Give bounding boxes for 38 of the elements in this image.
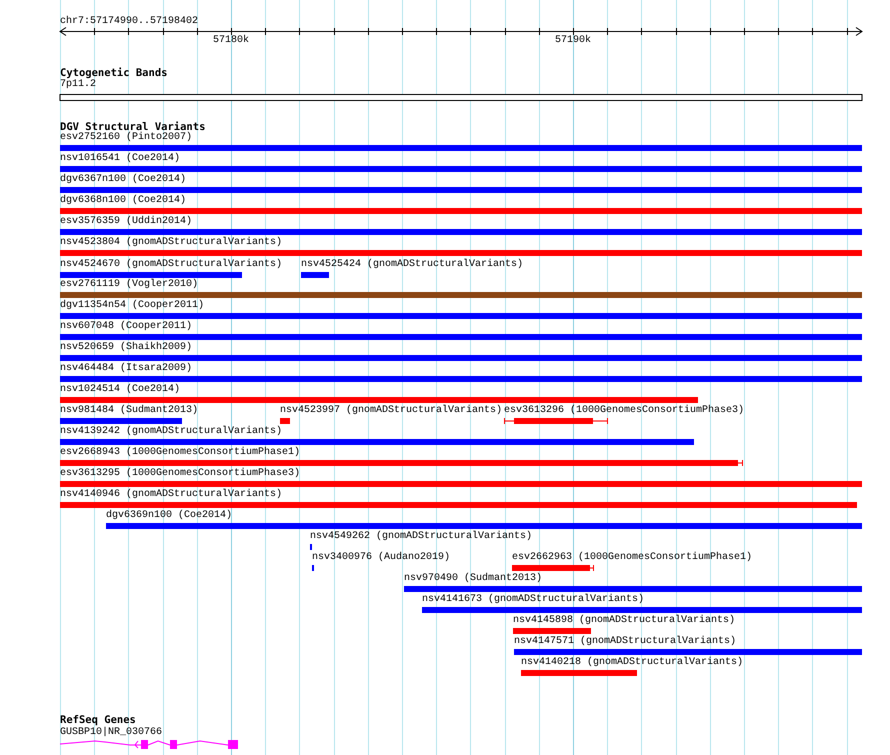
variant-label: nsv981484 (Sudmant2013) [60, 405, 198, 417]
variant-label: esv2668943 (1000GenomesConsortiumPhase1) [60, 447, 300, 459]
variant-label: dgv6367n100 (Coe2014) [60, 174, 186, 186]
variant-label: nsv520659 (Shaikh2009) [60, 342, 192, 354]
variant-label: nsv4525424 (gnomADStructuralVariants) [301, 259, 524, 271]
variant-label: esv2662963 (1000GenomesConsortiumPhase1) [512, 552, 752, 564]
variant-label: nsv4523804 (gnomADStructuralVariants) [60, 237, 282, 249]
region-label: chr7:57174990..57198402 [60, 16, 198, 28]
variant-label: nsv4147571 (gnomADStructuralVariants) [514, 636, 736, 648]
variant-label: nsv4549262 (gnomADStructuralVariants) [310, 531, 532, 543]
variant-label: nsv1016541 (Coe2014) [60, 153, 180, 165]
variant-label: nsv4145898 (gnomADStructuralVariants) [513, 615, 736, 627]
variant-label: dgv11354n54 (Cooper2011) [60, 300, 204, 312]
variant-label: nsv4140218 (gnomADStructuralVariants) [521, 657, 744, 669]
variant-label: esv3613295 (1000GenomesConsortiumPhase3) [60, 468, 300, 480]
gene-label: GUSBP10|NR_030766 [60, 727, 162, 739]
variant-label: nsv4141673 (gnomADStructuralVariants) [422, 594, 644, 606]
variant-label: esv2752160 (Pinto2007) [60, 132, 192, 144]
axis-tick-label: 57180k [213, 35, 249, 47]
variant-label: dgv6368n100 (Coe2014) [60, 195, 186, 207]
variant-label: nsv4140946 (gnomADStructuralVariants) [60, 489, 282, 501]
track-title: DGV Structural Variants [60, 121, 206, 133]
track-title: RefSeq Genes [60, 714, 136, 726]
variant-label: esv3576359 (Uddin2014) [60, 216, 192, 228]
variant-label: nsv607048 (Cooper2011) [60, 321, 192, 333]
variant-label: esv3613296 (1000GenomesConsortiumPhase3) [504, 405, 744, 417]
band-label: 7p11.2 [60, 79, 96, 91]
track-title: Cytogenetic Bands [60, 67, 168, 79]
variant-label: nsv4524670 (gnomADStructuralVariants) [60, 259, 282, 271]
variant-label: nsv1024514 (Coe2014) [60, 384, 180, 396]
variant-label: nsv464484 (Itsara2009) [60, 363, 192, 375]
variant-label: esv2761119 (Vogler2010) [60, 279, 198, 291]
variant-label: nsv4523997 (gnomADStructuralVariants) [280, 405, 502, 417]
variant-label: dgv6369n100 (Coe2014) [106, 510, 232, 522]
variant-label: nsv3400976 (Audano2019) [312, 552, 450, 564]
axis-tick-label: 57190k [555, 35, 591, 47]
variant-label: nsv4139242 (gnomADStructuralVariants) [60, 426, 282, 438]
variant-label: nsv970490 (Sudmant2013) [404, 573, 542, 585]
